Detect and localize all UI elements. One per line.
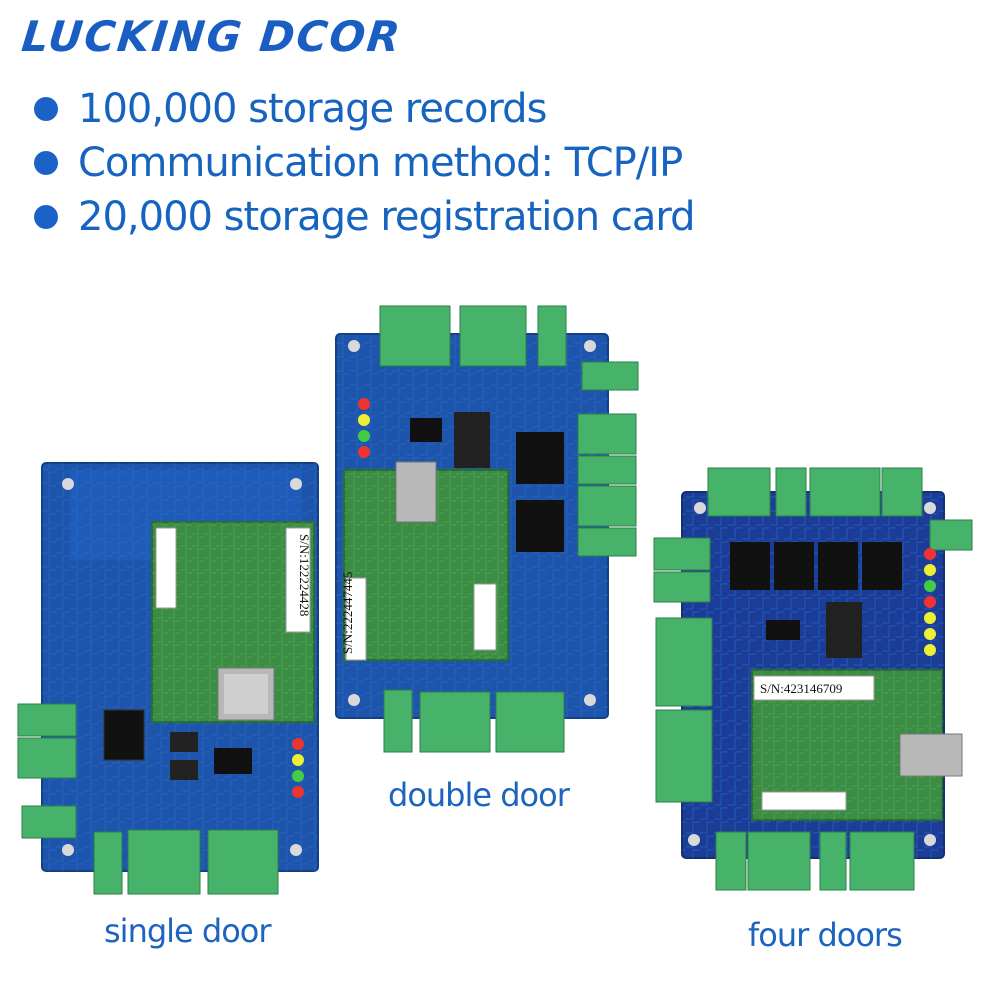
caption-double-door: double door [388, 776, 570, 814]
caption-single-door: single door [104, 912, 272, 950]
four-door-board: S/N:423146709 [653, 467, 973, 891]
feature-item: 20,000 storage registration card [34, 190, 695, 244]
serial-label: S/N:423146709 [760, 681, 842, 696]
double-door-board: S/N:222447445 [335, 305, 639, 753]
feature-item: 100,000 storage records [34, 82, 694, 136]
serial-label: S/N:122224428 [297, 534, 312, 616]
feature-text: Communication method: TCP/IP [78, 140, 683, 186]
feature-list: 100,000 storage records Communication me… [34, 82, 695, 244]
feature-text: 20,000 storage registration card [78, 194, 695, 240]
bullet-icon [34, 205, 58, 229]
bullet-icon [34, 151, 58, 175]
single-door-board: S/N:122224428 [17, 462, 319, 895]
bullet-icon [34, 97, 58, 121]
feature-text: 100,000 storage records [78, 86, 547, 132]
caption-four-doors: four doors [748, 916, 903, 954]
feature-item: Communication method: TCP/IP [34, 136, 694, 190]
serial-label: S/N:222447445 [340, 572, 355, 654]
